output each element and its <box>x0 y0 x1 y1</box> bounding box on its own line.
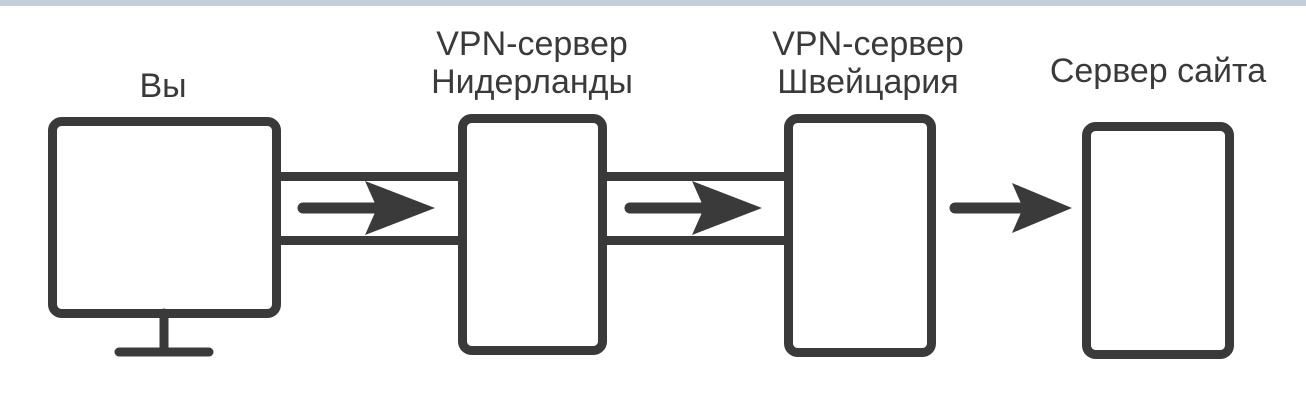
node-vpn-switzerland-label-line2: Швейцария <box>777 63 958 101</box>
server-box-icon <box>784 114 936 357</box>
node-vpn-netherlands: VPN-сервер Нидерланды <box>431 25 633 355</box>
server-box-icon <box>1082 122 1234 359</box>
node-website-server-label: Сервер сайта <box>1050 52 1266 90</box>
tunnel-arrow-head-icon <box>692 181 762 235</box>
node-vpn-switzerland: VPN-сервер Швейцария <box>772 25 964 357</box>
tunnel-arrow-head-icon <box>365 181 435 235</box>
node-vpn-switzerland-label-line1: VPN-сервер <box>772 25 964 63</box>
tunnel-netherlands-to-switzerland <box>602 172 788 245</box>
server-box-icon <box>458 114 607 355</box>
node-you-label: Вы <box>139 67 186 105</box>
plain-arrow-head-icon <box>1012 183 1072 233</box>
node-vpn-netherlands-label-line1: VPN-сервер <box>436 25 628 63</box>
top-accent-strip <box>0 0 1306 6</box>
tunnel-you-to-netherlands <box>278 172 462 245</box>
monitor-screen-icon <box>48 117 281 318</box>
node-vpn-netherlands-label-line2: Нидерланды <box>431 63 633 101</box>
node-website-server: Сервер сайта <box>1050 52 1266 359</box>
arrow-switzerland-to-website <box>949 183 1072 233</box>
node-you: Вы <box>48 67 281 357</box>
